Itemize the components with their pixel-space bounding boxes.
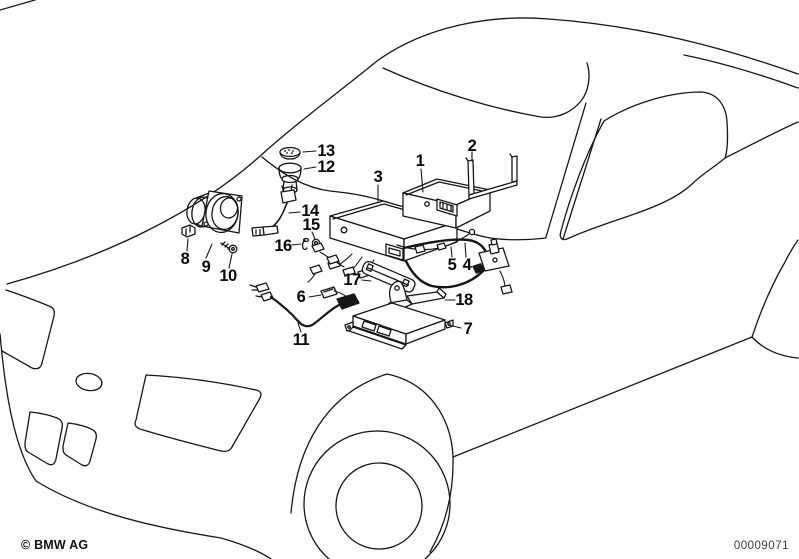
part-label-1[interactable]: 1 xyxy=(415,151,425,170)
part-label-10[interactable]: 10 xyxy=(219,266,237,285)
part-5-antenna-lead-drawing xyxy=(396,228,476,254)
part-label-9[interactable]: 9 xyxy=(201,257,211,276)
part-14-cable-drawing xyxy=(251,184,297,237)
part-label-5[interactable]: 5 xyxy=(447,255,457,274)
part-16-clamp-drawing xyxy=(301,237,310,251)
part-13-grille-cap-drawing xyxy=(279,146,301,160)
part-7-amplifier-drawing xyxy=(344,302,454,350)
part-label-11[interactable]: 11 xyxy=(292,330,310,349)
part-label-8[interactable]: 8 xyxy=(180,249,190,268)
part-12-tweeter-drawing xyxy=(278,162,302,202)
part-8-clip-drawing xyxy=(181,224,196,238)
antenna-amplifier-drawing xyxy=(478,238,513,295)
diagram-number-text: 00009071 xyxy=(733,540,789,552)
leader-lines xyxy=(186,150,473,333)
copyright-text: © BMW AG xyxy=(21,538,89,552)
part-4-antenna-cable-drawing xyxy=(402,238,488,289)
part-10-screw-drawing xyxy=(220,241,238,254)
part-11-cable-drawing xyxy=(249,282,360,328)
part-label-15[interactable]: 15 xyxy=(302,215,320,234)
part-2-bracket-drawing xyxy=(465,153,518,200)
part-label-14[interactable]: 14 xyxy=(301,201,319,220)
part-label-4[interactable]: 4 xyxy=(462,255,472,274)
part-6-connector-drawing xyxy=(320,286,348,299)
part-label-2[interactable]: 2 xyxy=(467,136,477,155)
part-label-6[interactable]: 6 xyxy=(296,287,306,306)
part-label-17[interactable]: 17 xyxy=(343,270,361,289)
part-label-3[interactable]: 3 xyxy=(373,167,383,186)
part-label-7[interactable]: 7 xyxy=(463,319,473,338)
part-label-13[interactable]: 13 xyxy=(317,141,335,160)
part-9-speaker-drawing xyxy=(186,190,243,234)
part-label-18[interactable]: 18 xyxy=(455,290,473,309)
part-label-12[interactable]: 12 xyxy=(317,157,335,176)
part-label-16[interactable]: 16 xyxy=(274,236,292,255)
